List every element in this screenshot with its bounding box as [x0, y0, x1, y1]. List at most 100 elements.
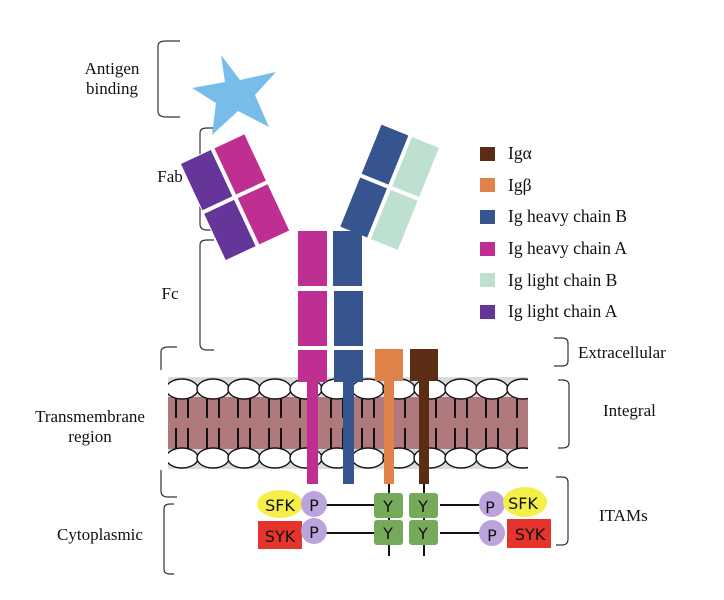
- legend-item-light-chain-a: Ig light chain A: [480, 296, 627, 328]
- legend: Igα Igβ Ig heavy chain B Ig heavy chain …: [480, 138, 627, 328]
- lipid-head: [351, 447, 385, 469]
- legend-label: Ig light chain B: [508, 269, 618, 290]
- label-transmembrane: Transmembrane region: [20, 407, 160, 447]
- label-integral: Integral: [603, 401, 656, 420]
- sfk-right-label: SFK: [508, 494, 538, 513]
- lipid-head: [165, 378, 199, 400]
- heavy-chain-a-fab-domain-2: [236, 182, 291, 246]
- legend-swatch: [480, 209, 495, 224]
- legend-label: Igβ: [508, 174, 532, 195]
- heavy-chain-a-fc-domain-2: [298, 291, 327, 346]
- tyrosine-label: Y: [382, 524, 393, 543]
- itam-tyrosine: [409, 520, 438, 545]
- bracket-antigen-binding: [157, 40, 180, 118]
- right-brackets: [554, 337, 570, 546]
- lipid-head: [227, 447, 261, 469]
- tyrosine-label: Y: [417, 524, 428, 543]
- ig-beta-tm: [384, 380, 394, 484]
- lipid-head: [444, 447, 478, 469]
- lipid-head: [413, 378, 447, 400]
- legend-item-light-chain-b: Ig light chain B: [480, 264, 627, 296]
- label-fc: Fc: [161, 284, 179, 303]
- legend-item-heavy-chain-a: Ig heavy chain A: [480, 233, 627, 265]
- tyrosine-label: Y: [382, 497, 393, 516]
- heavy-chain-a-fc-domain-1: [298, 231, 327, 286]
- lipid-head: [258, 378, 292, 400]
- fc-region: [298, 231, 363, 484]
- legend-item-ig-beta: Igβ: [480, 170, 627, 202]
- phospho-label: P: [309, 496, 319, 515]
- phospho-label: P: [485, 498, 495, 517]
- syk-right-label: SYK: [515, 525, 546, 544]
- bracket-itams: [556, 476, 569, 546]
- light-chain-b-domain-1: [390, 135, 441, 199]
- heavy-chain-a-tm: [307, 380, 318, 484]
- legend-swatch: [480, 178, 495, 193]
- phospho-left-bottom: [301, 518, 327, 544]
- lipid-head: [475, 447, 509, 469]
- lipid-head: [196, 378, 230, 400]
- itam-tyrosine: [374, 493, 403, 518]
- legend-item-ig-alpha: Igα: [480, 138, 627, 170]
- ig-alpha-extracellular: [410, 349, 438, 381]
- legend-label: Ig heavy chain B: [508, 206, 628, 227]
- label-extracellular: Extracellular: [578, 343, 666, 362]
- syk-left-label: SYK: [265, 527, 296, 546]
- label-antigen-binding-line2: binding: [86, 79, 138, 98]
- heavy-chain-b-fc-domain-2: [334, 291, 363, 346]
- label-antigen-binding: Antigen binding: [70, 59, 154, 99]
- sfk-left-label: SFK: [265, 496, 295, 515]
- phospho-label: P: [487, 526, 497, 545]
- bracket-integral: [556, 379, 570, 449]
- light-chain-a-domain-1: [179, 148, 234, 212]
- membrane-mask: [148, 370, 168, 470]
- legend-swatch: [480, 304, 495, 319]
- legend-label: Ig light chain A: [508, 301, 618, 322]
- label-transmembrane-line1: Transmembrane: [35, 407, 145, 426]
- phospho-left-top: [301, 491, 327, 517]
- ig-alpha-tm: [419, 380, 429, 484]
- ig-alpha-beta: [375, 349, 438, 484]
- syk-right: [507, 519, 551, 548]
- label-itams: ITAMs: [599, 506, 648, 525]
- heavy-chain-a-fab-domain-1: [213, 133, 268, 196]
- lipid-head: [196, 447, 230, 469]
- legend-swatch: [480, 146, 495, 161]
- legend-label: Ig heavy chain A: [508, 238, 628, 259]
- fab-arm-a: [179, 133, 291, 262]
- antigen-star-icon: [192, 55, 276, 135]
- phospho-label: P: [309, 523, 319, 542]
- light-chain-a-domain-2: [202, 198, 257, 262]
- heavy-chain-b-hinge: [334, 350, 363, 382]
- light-chain-b-domain-2: [369, 188, 419, 252]
- label-cytoplasmic: Cytoplasmic: [57, 525, 143, 544]
- bracket-fc: [199, 239, 214, 351]
- bracket-extracellular: [554, 337, 569, 367]
- lipid-head: [475, 378, 509, 400]
- lipid-head: [227, 378, 261, 400]
- phospho-right-bottom: [479, 520, 505, 546]
- heavy-chain-b-tm: [343, 380, 354, 484]
- heavy-chain-b-fc-domain-1: [333, 231, 362, 286]
- ig-beta-extracellular: [375, 349, 403, 381]
- legend-label: Igα: [508, 143, 532, 164]
- lipid-head: [444, 378, 478, 400]
- lipid-head: [258, 447, 292, 469]
- left-brackets: [157, 40, 214, 575]
- tyrosine-label: Y: [417, 497, 428, 516]
- label-transmembrane-line2: region: [68, 427, 112, 446]
- sfk-right: [503, 487, 547, 517]
- itam-tyrosine: [409, 493, 438, 518]
- fab-arm-b: [338, 123, 441, 252]
- membrane-mask: [528, 370, 558, 470]
- bracket-cytoplasmic: [163, 503, 174, 575]
- heavy-chain-a-hinge: [298, 350, 327, 382]
- lipid-head: [165, 447, 199, 469]
- legend-item-heavy-chain-b: Ig heavy chain B: [480, 201, 627, 233]
- lipid-head: [413, 447, 447, 469]
- sfk-left: [257, 490, 303, 518]
- legend-swatch: [480, 273, 495, 288]
- itam-tyrosine: [374, 520, 403, 545]
- syk-left: [258, 521, 302, 549]
